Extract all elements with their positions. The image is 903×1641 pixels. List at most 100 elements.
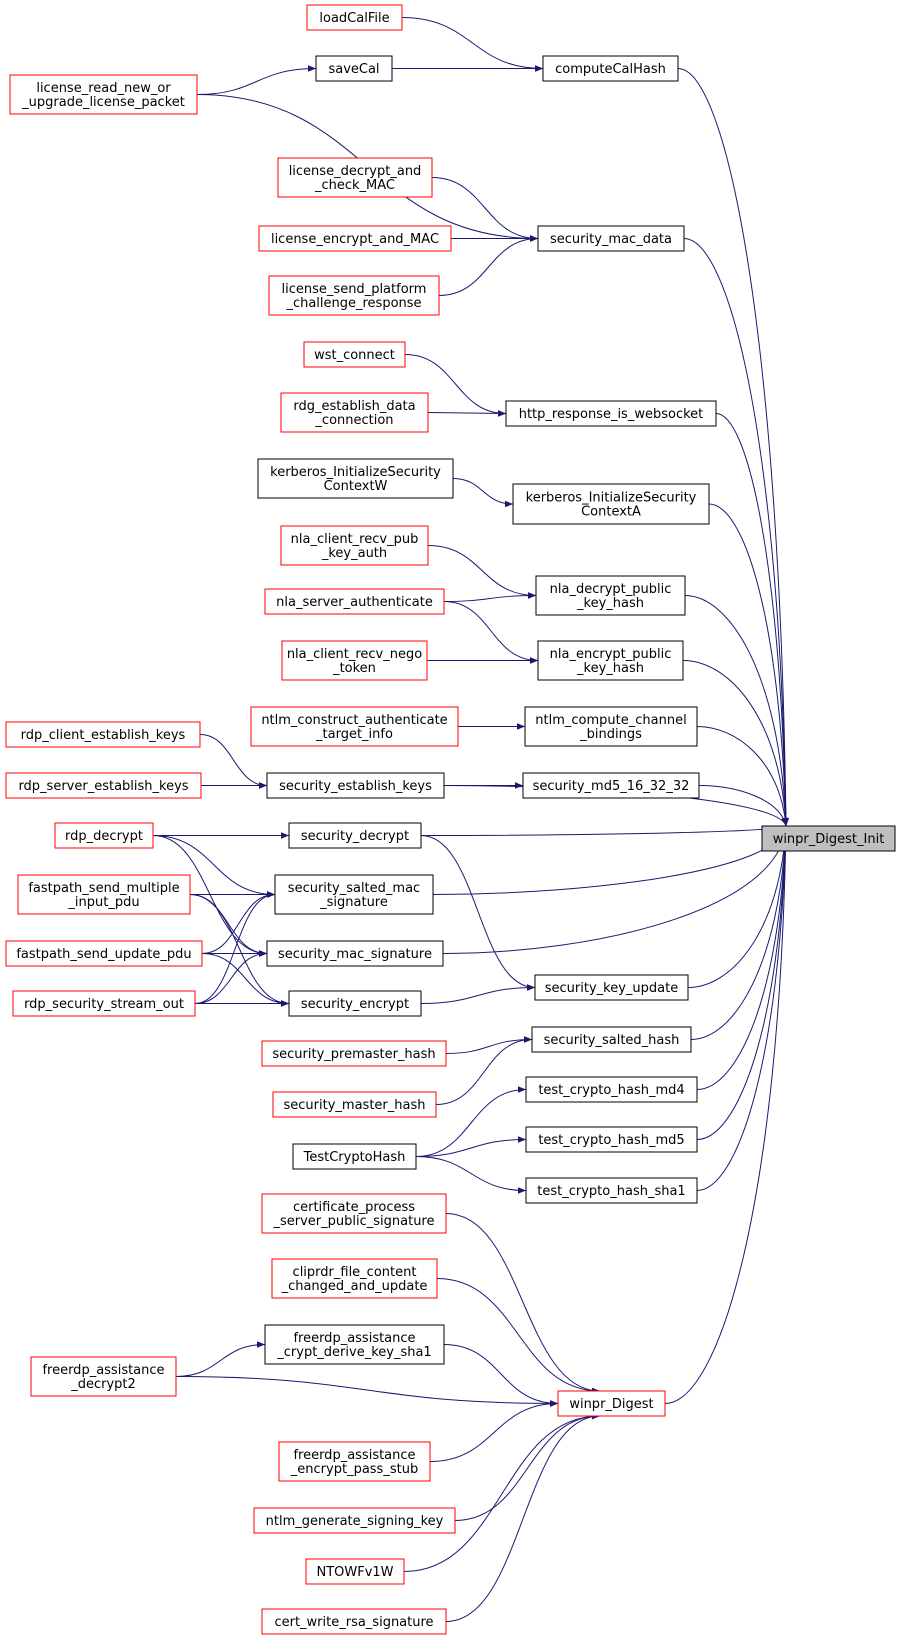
node-winpr_Digest[interactable]: winpr_Digest: [557, 1390, 666, 1417]
node-label: rdp_server_establish_keys: [18, 779, 188, 794]
node-box: [537, 640, 684, 681]
node-nla_client_recv_nego_token[interactable]: nla_client_recv_nego_token: [281, 640, 428, 681]
edge-TestCryptoHash-to-test_crypto_hash_sha1: [415, 1156, 527, 1194]
node-box: [542, 55, 679, 82]
edge-kerberos_InitializeSecurityContextA-to-winpr_Digest_Init: [708, 503, 789, 827]
node-label: fastpath_send_update_pdu: [16, 947, 191, 962]
node-test_crypto_hash_md5[interactable]: test_crypto_hash_md5: [525, 1126, 698, 1153]
node-box: [261, 1608, 447, 1635]
node-security_premaster_hash[interactable]: security_premaster_hash: [261, 1040, 447, 1067]
node-box: [280, 392, 429, 433]
node-license_decrypt_and_check_MAC[interactable]: license_decrypt_and_check_MAC: [277, 157, 433, 198]
edge-nla_decrypt_public_key_hash-to-winpr_Digest_Init: [684, 595, 789, 827]
node-box: [264, 1324, 445, 1365]
node-security_master_hash[interactable]: security_master_hash: [272, 1091, 437, 1118]
node-test_crypto_hash_md4[interactable]: test_crypto_hash_md4: [525, 1076, 698, 1103]
node-computeCalHash[interactable]: computeCalHash: [542, 55, 679, 82]
node-label: computeCalHash: [555, 62, 666, 77]
node-label: rdp_decrypt: [65, 829, 143, 844]
node-label: _challenge_response: [285, 296, 421, 311]
node-label: _upgrade_license_packet: [21, 95, 185, 110]
node-label: license_encrypt_and_MAC: [271, 232, 439, 247]
node-nla_encrypt_public_key_hash[interactable]: nla_encrypt_public_key_hash: [537, 640, 684, 681]
node-label: security_encrypt: [301, 997, 409, 1012]
node-security_decrypt[interactable]: security_decrypt: [288, 822, 422, 849]
node-label: security_mac_data: [550, 232, 672, 247]
node-ntlm_construct_authenticate_target_info[interactable]: ntlm_construct_authenticate_target_info: [250, 706, 459, 747]
node-certificate_process_server_public_signature[interactable]: certificate_process_server_public_signat…: [261, 1193, 447, 1234]
node-NTOWFv1W[interactable]: NTOWFv1W: [305, 1558, 405, 1585]
node-cert_write_rsa_signature[interactable]: cert_write_rsa_signature: [261, 1608, 447, 1635]
node-fastpath_send_update_pdu[interactable]: fastpath_send_update_pdu: [5, 940, 203, 967]
node-freerdp_assistance_encrypt_pass_stub[interactable]: freerdp_assistance_encrypt_pass_stub: [278, 1441, 431, 1482]
node-saveCal[interactable]: saveCal: [315, 55, 393, 82]
node-box: [250, 706, 459, 747]
edge-security_encrypt-to-security_key_update: [420, 984, 536, 1004]
edge-license_read_new_or_upgrade_license_packet-to-saveCal: [196, 65, 317, 95]
node-box: [12, 990, 196, 1017]
node-fastpath_send_multiple_input_pdu[interactable]: fastpath_send_multiple_input_pdu: [17, 874, 191, 915]
node-nla_decrypt_public_key_hash[interactable]: nla_decrypt_public_key_hash: [535, 575, 686, 616]
node-label: rdp_security_stream_out: [24, 997, 184, 1012]
node-label: license_decrypt_and: [289, 164, 422, 179]
node-security_md5_16_32_32[interactable]: security_md5_16_32_32: [522, 772, 700, 799]
node-license_send_platform_challenge_response[interactable]: license_send_platform_challenge_response: [268, 275, 440, 316]
node-test_crypto_hash_sha1[interactable]: test_crypto_hash_sha1: [525, 1177, 698, 1204]
node-security_establish_keys[interactable]: security_establish_keys: [266, 772, 445, 799]
node-security_encrypt[interactable]: security_encrypt: [288, 990, 422, 1017]
node-security_salted_mac_signature[interactable]: security_salted_mac_signature: [274, 874, 434, 915]
node-label: rdp_client_establish_keys: [21, 728, 186, 743]
node-box: [505, 400, 717, 427]
node-rdp_client_establish_keys[interactable]: rdp_client_establish_keys: [5, 721, 201, 748]
edge-winpr_Digest-to-winpr_Digest_Init: [664, 825, 790, 1404]
node-box: [303, 341, 406, 368]
node-security_key_update[interactable]: security_key_update: [534, 974, 689, 1001]
node-license_encrypt_and_MAC[interactable]: license_encrypt_and_MAC: [258, 225, 452, 252]
edge-nla_server_authenticate-to-nla_decrypt_public_key_hash: [443, 592, 537, 602]
node-rdp_security_stream_out[interactable]: rdp_security_stream_out: [12, 990, 196, 1017]
node-wst_connect[interactable]: wst_connect: [303, 341, 406, 368]
edge-nla_server_authenticate-to-nla_encrypt_public_key_hash: [443, 601, 539, 664]
node-label: certificate_process: [293, 1200, 415, 1215]
node-security_mac_data[interactable]: security_mac_data: [537, 225, 685, 252]
node-security_mac_signature[interactable]: security_mac_signature: [266, 940, 444, 967]
node-rdg_establish_data_connection[interactable]: rdg_establish_data_connection: [280, 392, 429, 433]
node-box: [280, 525, 429, 566]
node-loadCalFile[interactable]: loadCalFile: [306, 4, 403, 31]
node-ntlm_generate_signing_key[interactable]: ntlm_generate_signing_key: [253, 1507, 456, 1534]
edge-ntlm_generate_signing_key-to-winpr_Digest: [454, 1412, 601, 1521]
node-nla_client_recv_pub_key_auth[interactable]: nla_client_recv_pub_key_auth: [280, 525, 429, 566]
node-box: [525, 1126, 698, 1153]
node-box: [9, 74, 198, 115]
edge-test_crypto_hash_md4-to-winpr_Digest_Init: [696, 825, 789, 1090]
node-label: _server_public_signature: [272, 1214, 434, 1229]
node-box: [277, 157, 433, 198]
node-box: [288, 822, 422, 849]
node-freerdp_assistance_decrypt2[interactable]: freerdp_assistance_decrypt2: [30, 1356, 177, 1397]
node-rdp_decrypt[interactable]: rdp_decrypt: [54, 822, 154, 849]
edge-security_decrypt-to-winpr_Digest_Init: [420, 825, 787, 836]
node-label: _target_info: [315, 727, 393, 742]
node-license_read_new_or_upgrade_license_packet[interactable]: license_read_new_or_upgrade_license_pack…: [9, 74, 198, 115]
node-http_response_is_websocket[interactable]: http_response_is_websocket: [505, 400, 717, 427]
node-ntlm_compute_channel_bindings[interactable]: ntlm_compute_channel_bindings: [524, 706, 698, 747]
node-label: _check_MAC: [314, 178, 395, 193]
edges-layer: [152, 17, 790, 1622]
node-box: [272, 1091, 437, 1118]
node-rdp_server_establish_keys[interactable]: rdp_server_establish_keys: [5, 772, 202, 799]
node-nla_server_authenticate[interactable]: nla_server_authenticate: [264, 588, 445, 615]
node-label: kerberos_InitializeSecurity: [270, 465, 441, 480]
node-box: [257, 458, 454, 499]
node-winpr_Digest_Init[interactable]: winpr_Digest_Init: [761, 825, 896, 852]
node-security_salted_hash[interactable]: security_salted_hash: [531, 1026, 692, 1053]
node-cliprdr_file_content_changed_and_update[interactable]: cliprdr_file_content_changed_and_update: [271, 1258, 438, 1299]
node-label: freerdp_assistance: [293, 1448, 415, 1463]
edge-rdp_security_stream_out-to-security_salted_mac_signature: [194, 891, 276, 1004]
node-TestCryptoHash[interactable]: TestCryptoHash: [292, 1143, 417, 1170]
node-freerdp_assistance_crypt_derive_key_sha1[interactable]: freerdp_assistance_crypt_derive_key_sha1: [264, 1324, 445, 1365]
node-label: security_decrypt: [301, 829, 409, 844]
node-label: _crypt_derive_key_sha1: [276, 1345, 431, 1360]
